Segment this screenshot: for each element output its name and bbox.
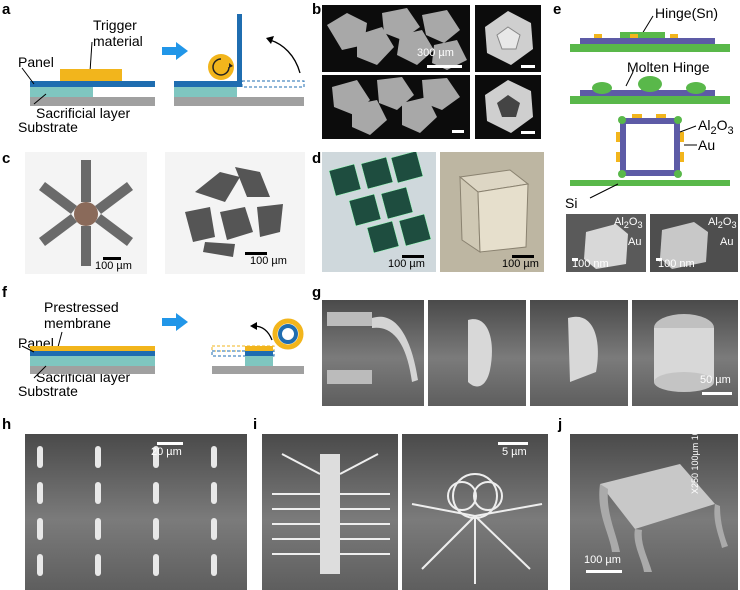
roll-schematic-f	[21, 313, 304, 379]
sacrificial-layer-label: Sacrificial layer	[36, 105, 131, 121]
b-scale-bar	[427, 65, 462, 68]
b-image-top-right	[475, 5, 541, 72]
panel-label-j: j	[558, 416, 563, 433]
hinge-schematic-e	[570, 15, 730, 199]
b-scale-bar-3	[521, 65, 535, 68]
d-image-left: 100 µm	[322, 152, 436, 272]
d-scale-bar-2	[512, 255, 534, 258]
panel-label-h: h	[2, 416, 12, 433]
e-scale-text-2: 100 nm	[658, 258, 695, 270]
j-scale-bar	[586, 570, 622, 573]
g-image-4: 50 µm	[632, 300, 738, 406]
panel-label-i: i	[253, 416, 258, 433]
i-scale-text: 5 µm	[502, 446, 527, 458]
j-scale-text: 100 µm	[584, 554, 621, 566]
i-image-right: 5 µm	[402, 434, 548, 590]
au-label-e: Au	[698, 137, 716, 153]
panel-label-e: e	[553, 1, 562, 18]
panel-label-c: c	[2, 150, 11, 167]
h-image: 20 µm	[25, 434, 247, 590]
d-scale-text-1: 100 µm	[388, 258, 425, 270]
e-img1-al: Al2O3	[614, 216, 643, 231]
panel-label-a: a	[2, 1, 11, 18]
c-scale-text-1: 100 µm	[95, 260, 132, 272]
e-scale-bar-1	[572, 258, 578, 261]
panel-label-b: b	[312, 1, 322, 18]
c-image-left: 100 µm	[25, 152, 147, 274]
prestressed-label: Prestressed	[44, 299, 119, 315]
g-image-2	[428, 300, 526, 406]
g-image-3	[530, 300, 628, 406]
panel-label-d: d	[312, 150, 322, 167]
i-scale-bar	[498, 442, 528, 445]
g-scale-text: 50 µm	[700, 374, 731, 386]
e-scale-bar-2	[656, 258, 662, 261]
membrane-label: membrane	[44, 315, 111, 331]
d-scale-text-2: 100 µm	[502, 258, 539, 270]
e-image-right: Al2O3 Au 100 nm	[650, 214, 738, 272]
panel-label-f: f	[2, 284, 7, 301]
si-label-e: Si	[565, 195, 578, 211]
panel-label-g: g	[312, 284, 322, 301]
g-image-1	[322, 300, 424, 406]
b-image-bottom-right	[475, 75, 541, 139]
g-scale-bar	[702, 392, 732, 395]
panel-label: Panel	[18, 54, 54, 70]
material-label: material	[93, 33, 143, 49]
c-scale-text-2: 100 µm	[250, 255, 287, 267]
hinge-sn-label: Hinge(Sn)	[655, 5, 719, 21]
e-scale-text-1: 100 nm	[572, 258, 609, 270]
i-image-left	[262, 434, 398, 590]
j-side-text: X250 100µm 10KV 12	[690, 434, 700, 494]
e-image-left: Al2O3 Au 100 nm	[566, 214, 646, 272]
b-scale-bar-2	[452, 130, 464, 133]
substrate-label: Substrate	[18, 119, 78, 135]
e-img1-au: Au	[628, 236, 642, 248]
trigger-label: Trigger	[93, 17, 137, 33]
b-image-top-left: 300 µm	[322, 5, 470, 72]
h-scale-text: 20 µm	[151, 446, 182, 458]
al2o3-label-e: Al2O3	[698, 117, 734, 137]
molten-hinge-label: Molten Hinge	[627, 59, 710, 75]
substrate-label-f: Substrate	[18, 383, 78, 399]
c-scale-bar-2	[245, 252, 267, 255]
b-scale-bar-4	[521, 131, 535, 134]
b-scale-text: 300 µm	[417, 47, 454, 59]
c-scale-bar-1	[103, 257, 121, 260]
e-img2-au: Au	[720, 236, 734, 248]
b-image-bottom-left	[322, 75, 470, 139]
c-image-right: 100 µm	[165, 152, 305, 274]
j-image: X250 100µm 10KV 12 100 µm	[570, 434, 738, 590]
d-image-right: 100 µm	[440, 152, 544, 272]
e-img2-al: Al2O3	[708, 216, 737, 231]
fold-schematic-a	[21, 14, 305, 106]
h-scale-bar	[157, 442, 183, 445]
d-scale-bar-1	[402, 255, 424, 258]
